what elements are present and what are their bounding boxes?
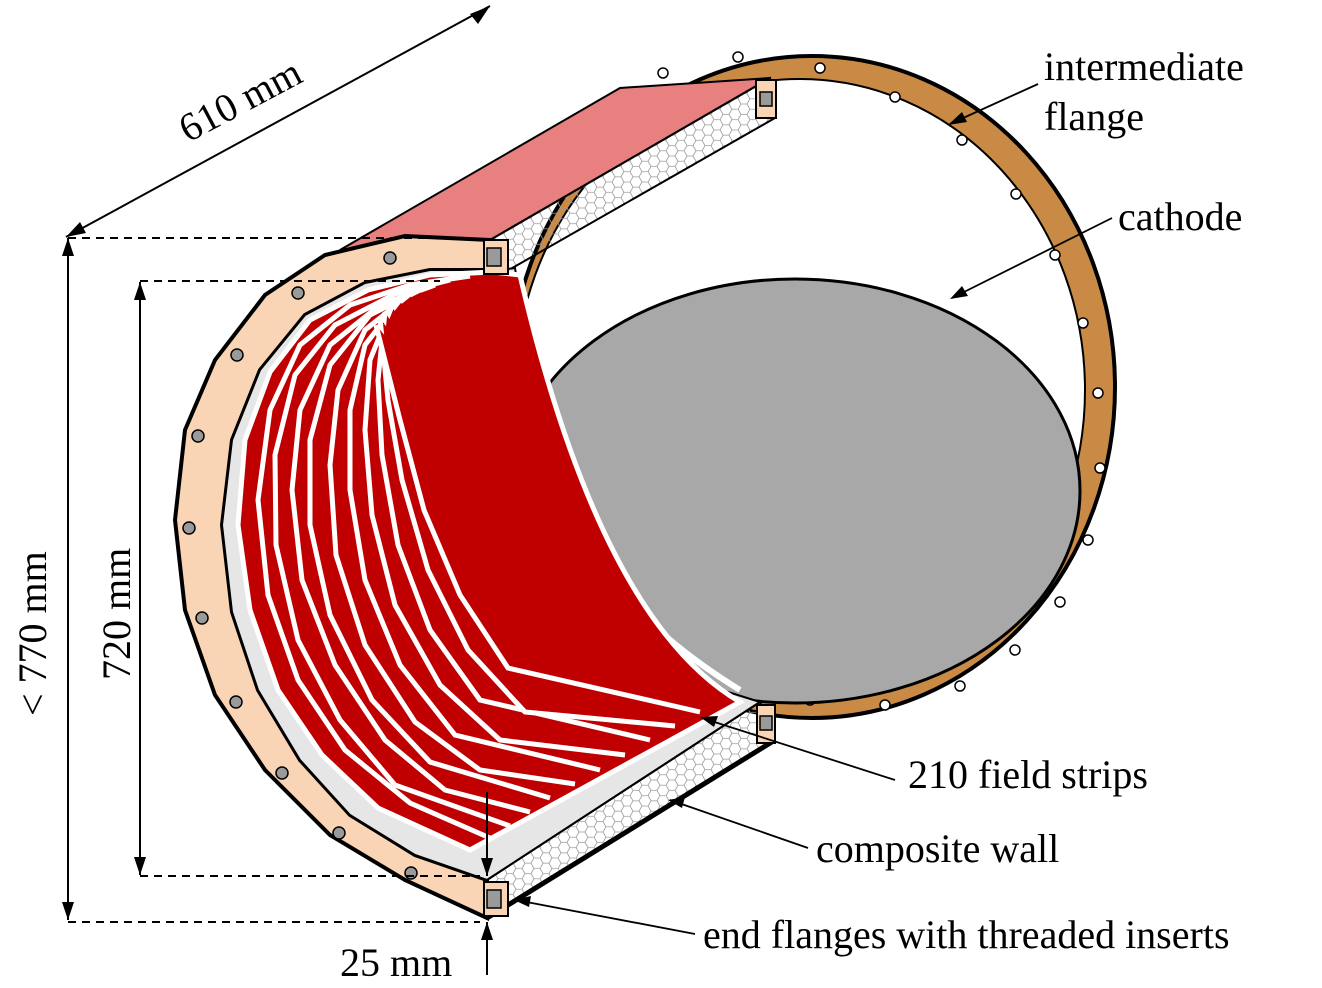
- field-strips-label: 210 field strips: [908, 752, 1148, 797]
- field-strips: [235, 269, 746, 853]
- bottom-threaded-insert: [759, 715, 773, 731]
- front-bottom-threaded-insert: [486, 889, 502, 909]
- intermediate-flange-label-line1: intermediate: [1044, 44, 1244, 89]
- intermediate-flange-label-line2: flange: [1044, 94, 1144, 139]
- outer-height-label: < 770 mm: [10, 551, 55, 716]
- composite-wall-label: composite wall: [816, 826, 1059, 871]
- top-threaded-insert: [759, 91, 773, 107]
- leader-lines: [515, 83, 1113, 935]
- bottom-wall-edge: [485, 737, 777, 921]
- flange-width-label: 25 mm: [340, 940, 452, 985]
- end-flange-bolt-holes: [182, 251, 418, 880]
- dimension-arrowheads: [62, 6, 493, 940]
- leader-arrowheads: [514, 112, 968, 907]
- flange-bolt-holes: [657, 51, 1106, 711]
- front-top-threaded-insert: [486, 247, 502, 267]
- inner-height-label: 720 mm: [94, 548, 139, 680]
- end-flanges-label: end flanges with threaded inserts: [703, 912, 1230, 957]
- length-label: 610 mm: [171, 49, 309, 151]
- cathode-label: cathode: [1118, 194, 1242, 239]
